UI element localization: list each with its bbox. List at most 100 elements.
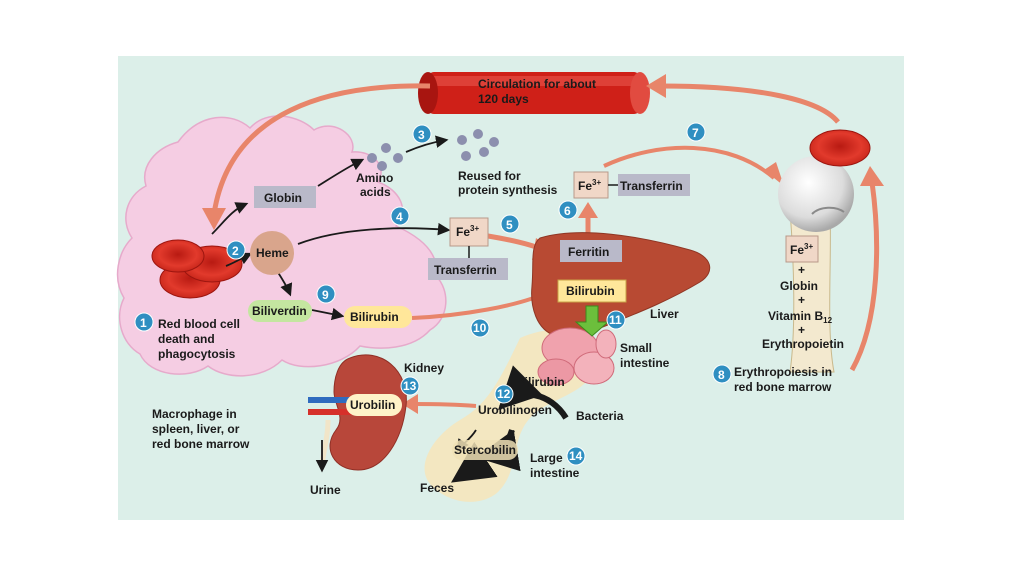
arrowhead-kidney [402, 394, 418, 414]
svg-text:6: 6 [564, 204, 571, 218]
svg-text:12: 12 [497, 387, 511, 401]
svg-text:8: 8 [718, 368, 725, 382]
rbc-death-label-3: phagocytosis [158, 347, 236, 361]
plus-3: + [798, 323, 805, 337]
urobilin-box [346, 394, 402, 416]
small-intestine-label-1: Small [620, 341, 652, 355]
bilirubin-macro-label: Bilirubin [350, 310, 399, 324]
kidney-label: Kidney [404, 361, 444, 375]
bacteria-label: Bacteria [576, 409, 624, 423]
badge-1: 1 [134, 312, 154, 332]
ferritin-label: Ferritin [568, 245, 609, 259]
fe-top-label: Fe3+ [578, 178, 601, 193]
large-intestine-label-2: intestine [530, 466, 580, 480]
bilirubin-liver-label: Bilirubin [566, 284, 615, 298]
liver-label: Liver [650, 307, 679, 321]
vitamin-label: Vitamin B12 [768, 309, 833, 325]
reused-label-2: protein synthesis [458, 183, 558, 197]
erythropoiesis-label-1: Erythropoiesis in [734, 365, 832, 379]
svg-text:9: 9 [322, 288, 329, 302]
transferrin-middle-label: Transferrin [434, 263, 497, 277]
urobilin-label: Urobilin [350, 398, 395, 412]
svg-text:5: 5 [506, 218, 513, 232]
transferrin-top-label: Transferrin [620, 179, 683, 193]
fe-box-marrow [785, 235, 819, 263]
plus-1: + [798, 263, 805, 277]
globin-label: Globin [264, 191, 302, 205]
arrowhead-to-vessel [646, 74, 666, 98]
circulation-label-2: 120 days [478, 92, 529, 106]
heme-circle [250, 231, 294, 275]
badge-8: 8 [712, 364, 732, 384]
erythropoiesis-label-2: red bone marrow [734, 380, 832, 394]
fe-box-middle [449, 217, 489, 247]
arrowhead-ferritin-up [578, 202, 598, 218]
badge-7: 7 [686, 122, 706, 142]
globin-box [254, 186, 316, 208]
svg-text:2: 2 [232, 244, 239, 258]
badge-5: 5 [500, 214, 520, 234]
rbc-new [809, 129, 871, 167]
badge-12: 12 [494, 384, 514, 404]
stercobilin-box [452, 440, 518, 460]
macrophage-label-1: Macrophage in [152, 407, 237, 421]
urine-label: Urine [310, 483, 341, 497]
arrowhead-circulation [202, 208, 226, 230]
amino-label-2: acids [360, 185, 391, 199]
badge-3: 3 [412, 124, 432, 144]
badge-13: 13 [400, 376, 420, 396]
arrow-fe-transferrin-to-marrow [603, 145, 776, 180]
fe-middle-label: Fe3+ [456, 224, 479, 239]
svg-text:7: 7 [692, 126, 699, 140]
transferrin-box-middle [428, 258, 508, 280]
svg-text:11: 11 [609, 313, 622, 327]
biliverdin-box [248, 300, 312, 322]
bilirubin-liver-box [557, 279, 627, 303]
feces-label: Feces [420, 481, 454, 495]
reused-amino-dots [457, 129, 499, 161]
svg-text:3: 3 [418, 128, 425, 142]
amino-acid-dots [367, 143, 403, 171]
small-intestine [537, 327, 617, 386]
badge-4: 4 [390, 206, 410, 226]
rbc-cluster [151, 239, 243, 299]
marrow-globin-label: Globin [780, 279, 818, 293]
macrophage-label-3: red bone marrow [152, 437, 250, 451]
badge-6: 6 [558, 200, 578, 220]
svg-text:10: 10 [473, 321, 487, 335]
plus-2: + [798, 293, 805, 307]
reused-label-1: Reused for [458, 169, 521, 183]
macrophage-label-2: spleen, liver, or [152, 422, 240, 436]
step-badges: 1 2 3 4 5 6 7 8 9 10 11 12 13 14 [134, 122, 732, 466]
arrow-urobilinogen-to-kidney [413, 402, 477, 408]
badge-14: 14 [566, 446, 586, 466]
stercobilin-label: Stercobilin [454, 443, 516, 457]
small-intestine-label-2: intestine [620, 356, 670, 370]
arrow-marrow-to-circulation [659, 83, 840, 124]
svg-text:1: 1 [140, 316, 147, 330]
heme-label: Heme [256, 246, 289, 260]
feces-arrow [451, 441, 498, 483]
rbc-death-label-1: Red blood cell [158, 317, 240, 331]
erythropoietin-label: Erythropoietin [762, 337, 844, 351]
arrowhead-to-marrow [764, 162, 784, 186]
blood-vessel [418, 72, 650, 114]
svg-text:13: 13 [403, 379, 417, 393]
arrow-bilirubin-down [574, 305, 610, 337]
large-intestine-label-1: Large [530, 451, 563, 465]
urobilinogen-label: Urobilinogen [478, 403, 552, 417]
badge-10: 10 [470, 318, 490, 338]
bilirubin-intestine-label: Bilirubin [516, 375, 565, 389]
bilirubin-macro-box [344, 306, 412, 328]
arrow-erythropoiesis [849, 181, 880, 372]
transferrin-box-top [618, 174, 690, 196]
biliverdin-label: Biliverdin [252, 304, 307, 318]
ferritin-box [560, 240, 622, 262]
circulation-label-1: Circulation for about [478, 77, 596, 91]
arrow-circulation-to-macrophage [211, 83, 431, 215]
badge-9: 9 [316, 284, 336, 304]
badge-11: 11 [606, 310, 626, 330]
badge-2: 2 [226, 240, 246, 260]
amino-label-1: Amino [356, 171, 393, 185]
